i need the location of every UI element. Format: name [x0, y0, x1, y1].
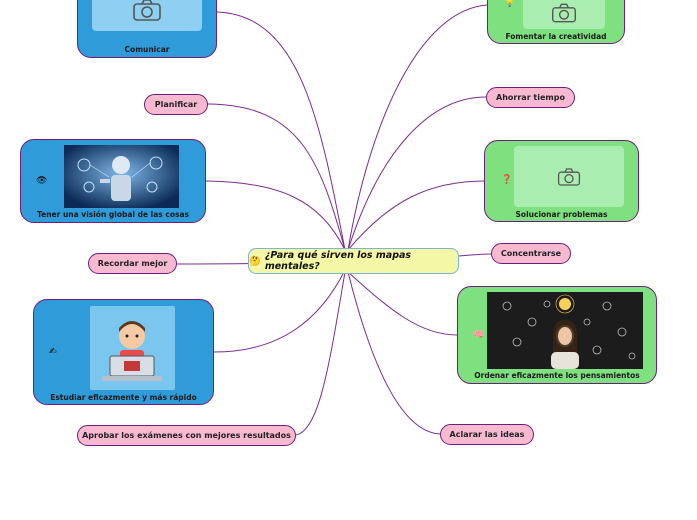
node-concentrarse[interactable]: Concentrarse — [491, 243, 571, 264]
node-label: Ahorrar tiempo — [496, 93, 565, 102]
central-title: ¿Para qué sirven los mapas mentales? — [264, 250, 412, 272]
node-label: Solucionar problemas — [515, 210, 608, 219]
node-aprobar[interactable]: Aprobar los exámenes con mejores resulta… — [77, 425, 296, 446]
node-label: Aprobar los exámenes con mejores resulta… — [82, 431, 291, 440]
node-estudiar[interactable]: ✍ Estudiar eficazmente y más rápido — [33, 299, 214, 405]
camera-icon — [552, 3, 576, 23]
node-tiempo[interactable]: Ahorrar tiempo — [486, 87, 575, 108]
node-label: Concentrarse — [500, 249, 562, 258]
node-recordar[interactable]: Recordar mejor — [88, 253, 177, 274]
connector-concentrarse — [458, 253, 492, 257]
student-laptop-image — [90, 306, 175, 390]
connector-tiempo — [347, 96, 487, 251]
lightbulb-icon: 💡 — [504, 0, 516, 8]
connector-comunicar — [216, 11, 346, 251]
node-label: Planificar — [154, 100, 198, 109]
node-creatividad[interactable]: 💡 Fomentar la creatividad — [487, 0, 625, 44]
node-ordenar[interactable]: 🧠 Ordenar eficazmente los pensamientos — [457, 286, 657, 384]
node-problemas[interactable]: ❓ Solucionar problemas — [484, 140, 639, 222]
connector-estudiar — [213, 269, 346, 353]
thinking-face-icon: 🤔 — [249, 255, 261, 267]
node-planificar[interactable]: Planificar — [144, 94, 208, 115]
brain-icon: 🧠 — [473, 330, 485, 340]
node-comunicar[interactable]: Comunicar — [77, 0, 217, 58]
woman-lightbulbs-image — [487, 292, 643, 369]
connector-ordenar — [347, 271, 458, 336]
writing-hand-icon: ✍ — [49, 347, 57, 357]
connector-aprobar — [295, 271, 346, 436]
connector-aclarar — [347, 271, 441, 435]
camera-icon — [133, 0, 161, 21]
node-label: Fomentar la creatividad — [505, 32, 607, 41]
image-placeholder — [514, 146, 624, 207]
camera-icon — [557, 167, 581, 186]
node-vision[interactable]: 👁 Tener una visión global de las cosas — [20, 139, 206, 223]
node-label: Tener una visión global de las cosas — [37, 210, 189, 219]
central-topic[interactable]: 🤔 ¿Para qué sirven los mapas mentales? — [248, 248, 459, 274]
connector-planificar — [207, 103, 346, 251]
connector-creatividad — [347, 4, 488, 251]
node-label: Aclarar las ideas — [449, 430, 525, 439]
node-label: Ordenar eficazmente los pensamientos — [474, 371, 640, 380]
node-label: Recordar mejor — [97, 259, 168, 268]
image-placeholder — [92, 0, 202, 31]
node-label: Estudiar eficazmente y más rápido — [50, 393, 197, 402]
node-label: Comunicar — [124, 45, 170, 54]
node-aclarar[interactable]: Aclarar las ideas — [440, 424, 534, 445]
question-mark-icon: ❓ — [501, 175, 513, 185]
robot-hologram-image — [64, 145, 179, 208]
eye-icon: 👁 — [36, 176, 48, 186]
connector-problemas — [347, 180, 486, 251]
image-placeholder — [523, 0, 605, 29]
connector-vision — [205, 180, 346, 251]
